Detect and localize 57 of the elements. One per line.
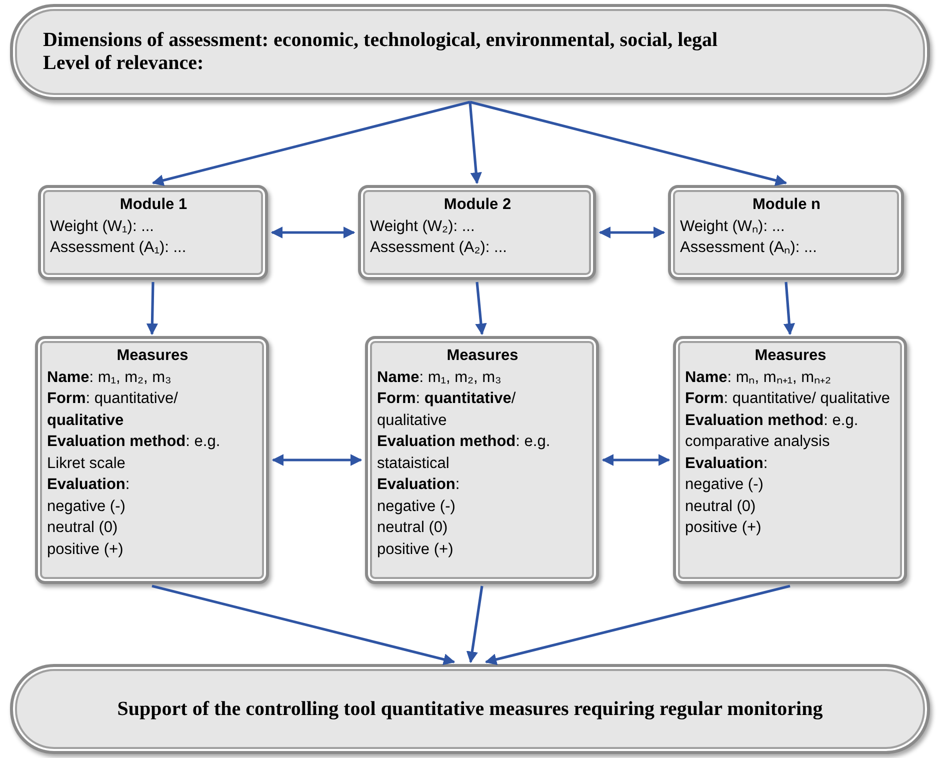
measures-text: Evaluation method: e.g. stataistical <box>377 432 552 474</box>
arrow <box>602 454 670 466</box>
measures-box <box>673 336 907 584</box>
module-text: Weight (W₂): ... <box>370 216 476 236</box>
banner-text: Dimensions of assessment: economic, technological, environmental, social, legal <box>43 29 719 52</box>
arrow <box>598 226 666 238</box>
arrow <box>466 586 484 664</box>
measures-text: Form: quantitative/ qualitative <box>47 389 179 430</box>
measures-box <box>365 336 599 584</box>
measures-text: Form: quantitative/ qualitative <box>377 389 517 430</box>
banner-text: Level of relevance: <box>43 52 205 75</box>
measures-text: neutral (0) <box>377 518 449 538</box>
module-text: Assessment (Aₙ): ... <box>680 238 818 258</box>
module-text: Assessment (A₂): ... <box>370 238 508 258</box>
measures-title: Measures <box>446 346 520 366</box>
arrow <box>146 282 158 336</box>
measures-text: Evaluation: <box>47 475 131 495</box>
measures-text: neutral (0) <box>47 518 119 538</box>
measures-title: Measures <box>116 346 190 366</box>
module-title: Module 1 <box>118 195 188 215</box>
measures-text: Name: m₁, m₂, m₃ <box>377 368 502 388</box>
rounded-banner <box>10 664 930 754</box>
arrow <box>468 102 482 184</box>
measures-text: Name: m₁, m₂, m₃ <box>47 368 172 388</box>
measures-text: Evaluation: <box>377 475 461 495</box>
measures-text: positive (+) <box>377 540 454 560</box>
module-title: Module n <box>751 195 822 215</box>
measures-text: Form: quantitative/ qualitative <box>685 389 892 409</box>
rounded-banner <box>10 4 930 100</box>
arrow <box>470 100 788 186</box>
measures-text: negative (-) <box>47 496 126 516</box>
measures-text: Evaluation: <box>685 454 769 474</box>
module-text: Weight (Wₙ): ... <box>680 216 786 236</box>
measures-text: Name: mₙ, mₙ₊₁, mₙ₊₂ <box>685 368 832 388</box>
arrow <box>475 282 487 336</box>
arrow <box>484 584 790 666</box>
measures-text: Evaluation method: e.g. Likret scale <box>47 432 222 474</box>
banner-text: Support of the controlling tool quantitative measures requiring regular monitoring <box>116 698 824 720</box>
arrow <box>152 100 470 186</box>
module-title: Module 2 <box>442 195 512 215</box>
measures-box <box>35 336 269 584</box>
measures-text: positive (+) <box>685 518 762 538</box>
measures-text: Evaluation method: e.g. comparative analysis <box>685 410 860 452</box>
measures-text: neutral (0) <box>685 496 757 516</box>
module-box <box>668 185 904 280</box>
measures-text: positive (+) <box>47 540 124 560</box>
module-text: Assessment (A₁): ... <box>50 238 188 258</box>
measures-text: negative (-) <box>377 496 456 516</box>
module-box <box>358 185 596 280</box>
module-box <box>38 185 268 280</box>
arrow <box>152 584 456 666</box>
arrow <box>270 226 356 238</box>
measures-title: Measures <box>754 346 828 366</box>
arrow <box>272 454 362 466</box>
measures-text: negative (-) <box>685 475 764 495</box>
arrow <box>783 282 796 336</box>
module-text: Weight (W₁): ... <box>50 216 155 236</box>
